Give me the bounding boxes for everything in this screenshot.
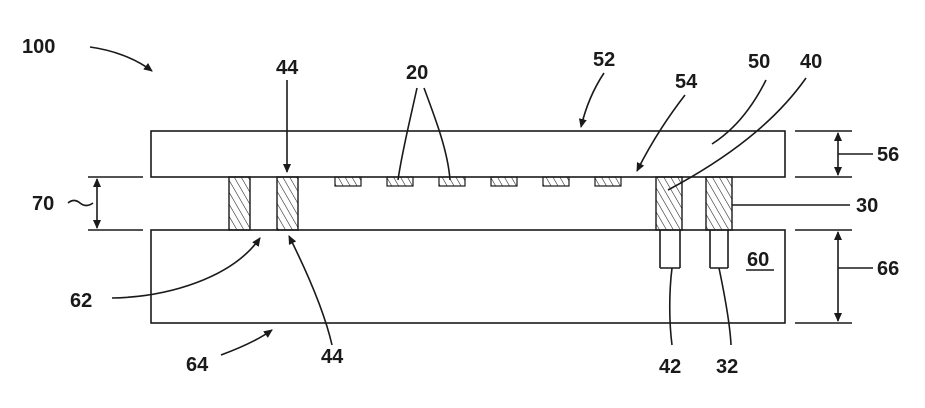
dimension-56 — [795, 131, 873, 177]
label-52: 52 — [593, 49, 615, 71]
dimension-66 — [795, 230, 873, 323]
spacer-post-left — [229, 177, 250, 230]
pad — [439, 177, 465, 186]
leader-100 — [90, 47, 152, 71]
pad — [543, 177, 569, 186]
label-32: 32 — [716, 356, 738, 378]
label-64: 64 — [186, 354, 209, 376]
label-100: 100 — [22, 36, 55, 58]
label-44-top: 44 — [276, 57, 299, 79]
label-42: 42 — [659, 356, 681, 378]
label-62: 62 — [70, 290, 92, 312]
leader-52 — [581, 73, 604, 127]
label-54: 54 — [675, 71, 698, 93]
bottom-substrate — [151, 230, 785, 323]
label-40: 40 — [800, 51, 822, 73]
label-30: 30 — [856, 195, 878, 217]
label-50: 50 — [748, 51, 770, 73]
label-56: 56 — [877, 144, 899, 166]
top-substrate — [151, 131, 785, 177]
label-70: 70 — [32, 193, 54, 215]
label-44-bottom: 44 — [321, 346, 344, 368]
leader-64 — [221, 330, 272, 355]
pad — [595, 177, 621, 186]
pad — [335, 177, 361, 186]
label-66: 66 — [877, 258, 899, 280]
pad — [387, 177, 413, 186]
post-30 — [706, 177, 732, 230]
spacer-post-right — [277, 177, 298, 230]
label-20: 20 — [406, 62, 428, 84]
dimension-70 — [68, 177, 143, 230]
pad — [491, 177, 517, 186]
label-60: 60 — [747, 249, 769, 271]
pad-row — [335, 177, 621, 186]
